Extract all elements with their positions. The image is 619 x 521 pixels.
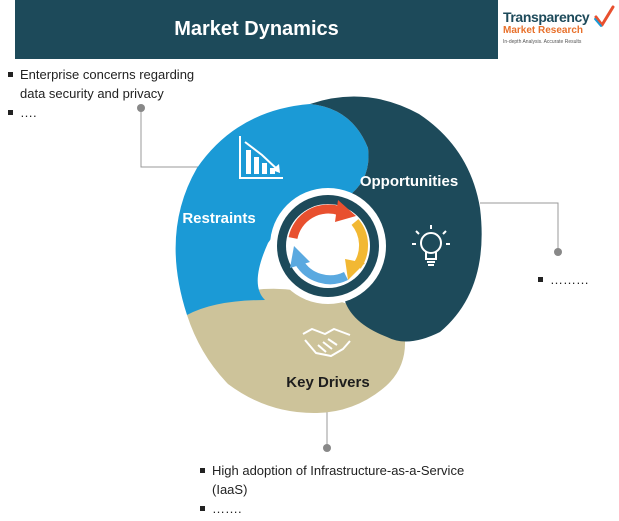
restraints-label: Restraints bbox=[182, 210, 255, 227]
arrow-yellow-head bbox=[345, 259, 365, 280]
list-item: ……. bbox=[200, 499, 475, 518]
list-item: ……… bbox=[538, 270, 613, 289]
restraints-segment bbox=[175, 104, 369, 315]
bullet-text: Enterprise concerns regarding data secur… bbox=[20, 67, 195, 101]
list-item: …. bbox=[8, 103, 223, 122]
checkmark-logo-icon bbox=[594, 5, 615, 27]
list-item: High adoption of Infrastructure-as-a-Ser… bbox=[200, 461, 475, 499]
restraints-connector-dot bbox=[137, 104, 145, 112]
bullet-icon bbox=[200, 468, 205, 473]
bullet-text: High adoption of Infrastructure-as-a-Ser… bbox=[212, 463, 465, 497]
arrow-blue-head bbox=[290, 246, 310, 268]
cycle-arrows-icon bbox=[288, 200, 369, 285]
bullet-text: ……… bbox=[550, 272, 589, 287]
arrow-red bbox=[288, 204, 342, 240]
key-drivers-label: Key Drivers bbox=[286, 374, 369, 391]
company-logo: Transparency Market Research In-depth An… bbox=[503, 5, 617, 51]
bullet-icon bbox=[200, 506, 205, 511]
opportunities-connector-dot bbox=[554, 248, 562, 256]
lightbulb-icon bbox=[412, 225, 450, 266]
bullet-text: ……. bbox=[212, 501, 242, 516]
key-drivers-connector-dot bbox=[323, 444, 331, 452]
arrow-blue bbox=[295, 259, 348, 285]
list-item: Enterprise concerns regarding data secur… bbox=[8, 65, 223, 103]
logo-subname: Market Research bbox=[503, 25, 584, 36]
bullet-icon bbox=[538, 277, 543, 282]
arrow-red-head bbox=[335, 200, 356, 222]
logo-tagline: In-depth Analysis. Accurate Results bbox=[503, 39, 582, 45]
logo-name: Transparency bbox=[503, 9, 590, 25]
opportunities-bullet-list: ……… bbox=[538, 270, 613, 289]
opportunities-segment bbox=[310, 96, 482, 342]
key-drivers-segment bbox=[187, 288, 406, 414]
key-drivers-bullet-list: High adoption of Infrastructure-as-a-Ser… bbox=[200, 461, 475, 518]
bullet-icon bbox=[8, 110, 13, 115]
bullet-text: …. bbox=[20, 105, 37, 120]
declining-chart-icon bbox=[239, 136, 283, 179]
page-title: Market Dynamics bbox=[174, 18, 339, 40]
handshake-icon bbox=[302, 328, 351, 357]
opportunities-connector bbox=[480, 202, 559, 252]
title-bar bbox=[15, 0, 498, 59]
restraints-connector bbox=[140, 108, 205, 168]
restraints-bullet-list: Enterprise concerns regarding data secur… bbox=[8, 65, 223, 122]
bullet-icon bbox=[8, 72, 13, 77]
opportunities-label: Opportunities bbox=[360, 173, 458, 190]
